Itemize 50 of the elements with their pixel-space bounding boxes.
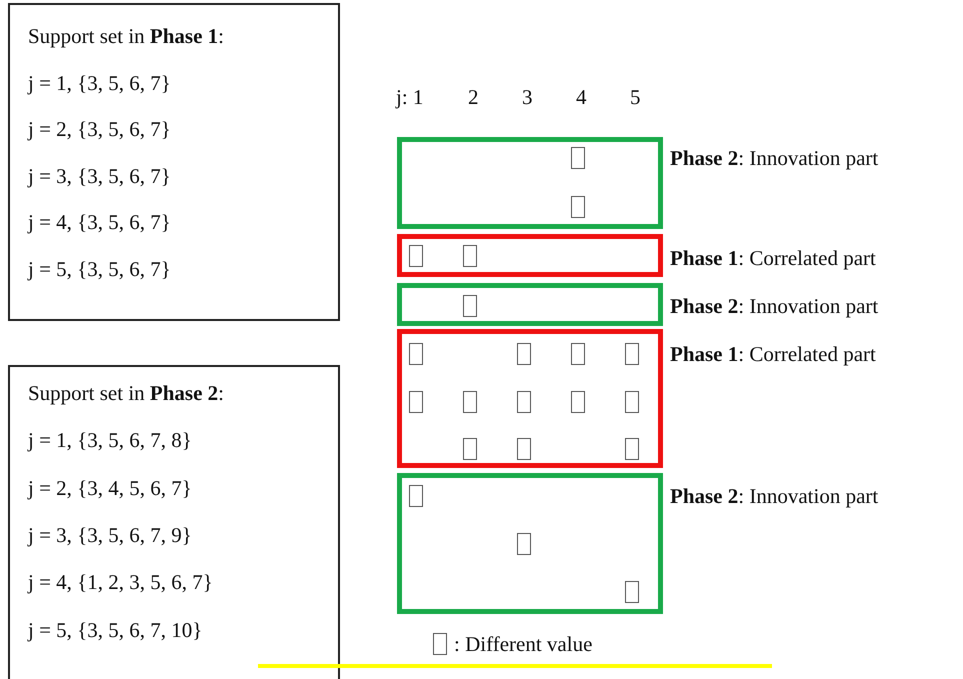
column-header: 3: [522, 85, 532, 109]
highlight-frame: [397, 473, 663, 614]
support-set-text: j = 3, {3, 5, 6, 7, 9}: [28, 522, 192, 547]
column-header: 4: [576, 85, 586, 109]
highlight-frame: [397, 137, 663, 229]
part-label: Phase 2: Innovation part: [670, 146, 878, 170]
support-set-text: j = 3, {3, 5, 6, 7}: [28, 164, 171, 188]
support-set-text: j = 1, {3, 5, 6, 7}: [28, 70, 171, 94]
column-header: 5: [630, 85, 640, 109]
text-panel: [8, 365, 340, 679]
square-marker: [517, 391, 531, 413]
square-marker: [463, 438, 477, 460]
square-marker: [625, 581, 639, 603]
square-marker: [463, 295, 477, 317]
support-set-text: j = 2, {3, 4, 5, 6, 7}: [28, 476, 192, 500]
support-set-text: j = 2, {3, 5, 6, 7}: [28, 117, 171, 141]
highlight-frame: [397, 234, 663, 277]
panel-heading: Support set in Phase 1:: [28, 24, 224, 48]
square-marker: [409, 485, 423, 507]
square-marker: [625, 391, 639, 413]
support-set-text: j = 4, {1, 2, 3, 5, 6, 7}: [28, 570, 213, 594]
square-marker: [409, 343, 423, 365]
square-marker: [625, 438, 639, 460]
square-marker: [625, 343, 639, 365]
square-marker: [517, 343, 531, 365]
legend-text: : Different value: [454, 632, 592, 656]
text-panel: [8, 3, 340, 321]
square-marker: [517, 533, 531, 555]
square-marker: [571, 391, 585, 413]
panel-heading: Support set in Phase 2:: [28, 381, 224, 405]
square-marker: [571, 196, 585, 218]
support-set-text: j = 4, {3, 5, 6, 7}: [28, 210, 171, 234]
square-marker: [571, 147, 585, 169]
square-marker: [409, 245, 423, 267]
square-marker: [409, 391, 423, 413]
square-marker: [517, 438, 531, 460]
column-header: 2: [468, 85, 478, 109]
part-label: Phase 2: Innovation part: [670, 484, 878, 508]
column-header: j: 1: [396, 85, 424, 109]
support-set-text: j = 5, {3, 5, 6, 7, 10}: [28, 618, 202, 642]
square-marker: [463, 245, 477, 267]
highlight-frame: [397, 329, 663, 468]
support-set-text: j = 1, {3, 5, 6, 7, 8}: [28, 428, 192, 452]
part-label: Phase 1: Correlated part: [670, 342, 876, 366]
part-label: Phase 2: Innovation part: [670, 294, 878, 318]
highlight-frame: [397, 283, 663, 326]
support-set-text: j = 5, {3, 5, 6, 7}: [28, 256, 171, 280]
square-marker: [571, 343, 585, 365]
part-label: Phase 1: Correlated part: [670, 246, 876, 270]
square-marker: [463, 391, 477, 413]
